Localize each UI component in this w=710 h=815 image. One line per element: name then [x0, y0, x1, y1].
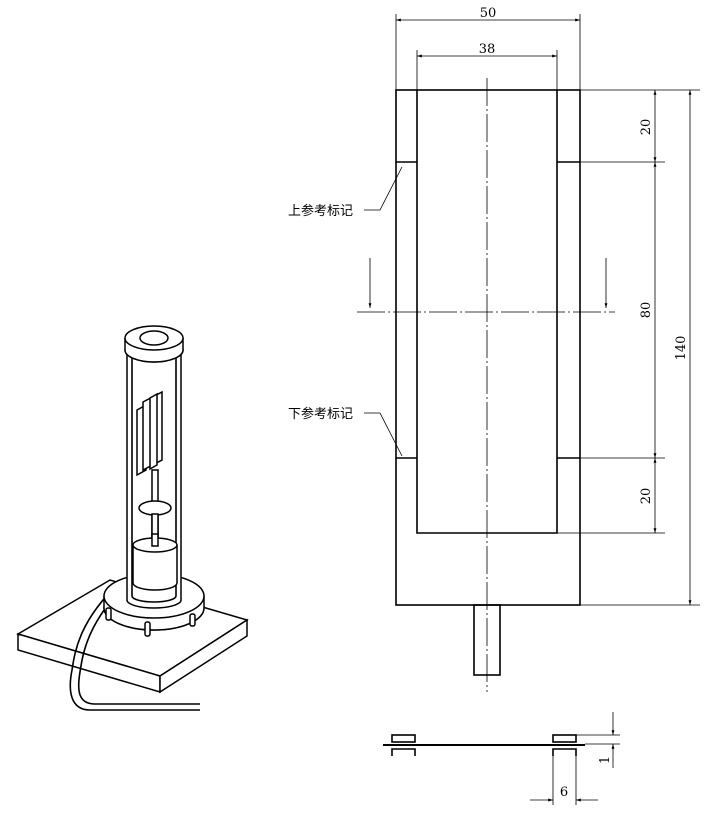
upper-mark-label: 上参考标记 — [288, 203, 353, 219]
section-view — [383, 712, 620, 805]
dim-bottom-strip: 20 — [639, 488, 654, 505]
dim-total-height: 140 — [674, 336, 689, 361]
electrode-main-view — [357, 78, 615, 692]
dim-inner-width: 38 — [479, 42, 496, 57]
lower-mark-leader — [364, 412, 403, 457]
apparatus-sketch — [16, 325, 249, 711]
upper-mark-leader — [364, 166, 403, 211]
dim-middle: 80 — [639, 302, 654, 319]
dim-thickness: 1 — [598, 756, 613, 764]
dimension-lines — [395, 14, 700, 606]
lower-mark-label: 下参考标记 — [288, 406, 353, 422]
dim-top-strip: 20 — [639, 119, 654, 136]
dim-strip-width: 6 — [560, 785, 568, 800]
dim-outer-width: 50 — [480, 6, 497, 21]
